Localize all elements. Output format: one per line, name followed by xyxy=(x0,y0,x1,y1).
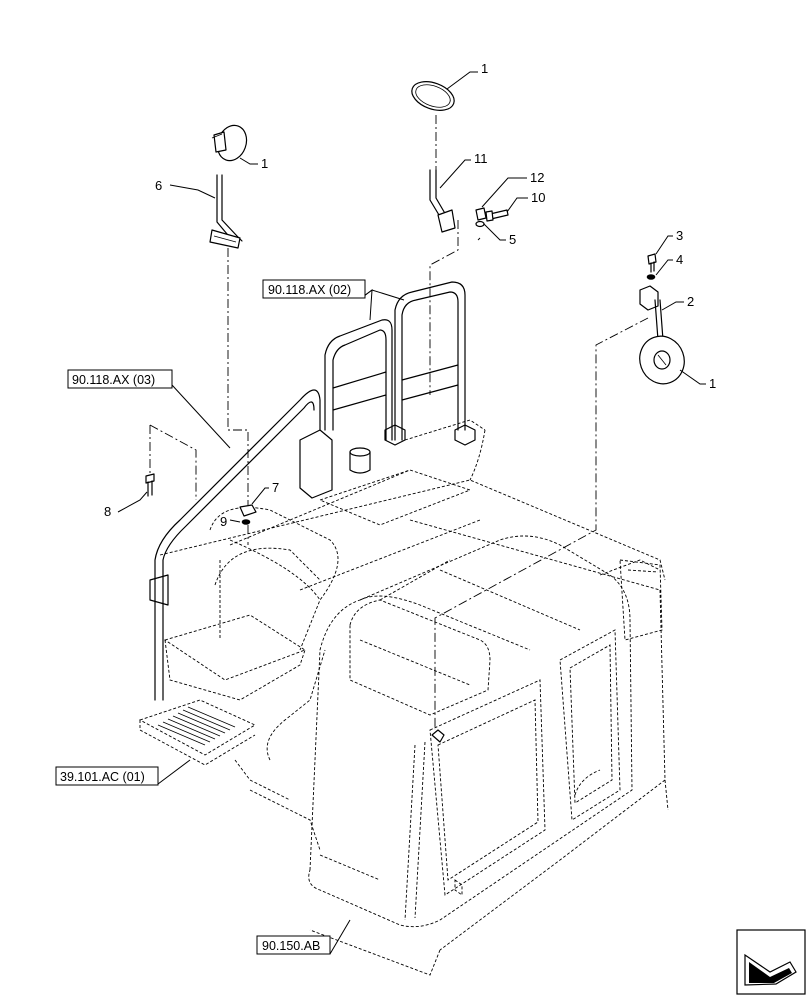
callout-8: 8 xyxy=(104,504,111,519)
mirror-stay-11 xyxy=(429,169,456,233)
callout-12: 12 xyxy=(530,170,544,185)
callout-10: 10 xyxy=(531,190,545,205)
callout-4: 4 xyxy=(676,252,683,267)
callout-3: 3 xyxy=(676,228,683,243)
callout-5: 5 xyxy=(509,232,516,247)
bolt-10 xyxy=(485,209,509,222)
mirror-stay-6 xyxy=(209,174,243,249)
clamp-12 xyxy=(475,207,487,221)
mirror-right xyxy=(639,335,685,385)
excavator-upper-structure xyxy=(138,281,669,976)
ref-ax03[interactable]: 90.118.AX (03) xyxy=(67,369,173,389)
operator-cab xyxy=(234,535,633,928)
callout-1-left: 1 xyxy=(261,156,268,171)
callout-1-right: 1 xyxy=(709,376,716,391)
svg-text:90.150.AB: 90.150.AB xyxy=(262,939,320,953)
arrow-navigation-icon[interactable] xyxy=(736,929,806,995)
callout-numbers: 1 1 6 11 12 10 5 3 4 2 1 7 9 8 xyxy=(104,61,716,529)
callout-6: 6 xyxy=(155,178,162,193)
callout-7: 7 xyxy=(272,480,279,495)
mirror-stay-2 xyxy=(639,285,664,341)
ref-ac01[interactable]: 39.101.AC (01) xyxy=(55,766,159,786)
bolt-8 xyxy=(145,473,155,497)
callout-1-top: 1 xyxy=(481,61,488,76)
step-grating xyxy=(157,706,236,746)
bolt-3 xyxy=(647,253,657,273)
washer-4 xyxy=(646,274,656,280)
svg-text:39.101.AC (01): 39.101.AC (01) xyxy=(60,770,145,784)
svg-text:90.118.AX (03): 90.118.AX (03) xyxy=(72,373,155,387)
callout-11: 11 xyxy=(474,151,488,166)
callout-2: 2 xyxy=(687,294,694,309)
reference-labels: 90.118.AX (02) 90.118.AX (03) 39.101.AC … xyxy=(55,279,366,955)
washer-9 xyxy=(241,519,251,525)
washer-5 xyxy=(475,220,485,228)
mirror-top-center xyxy=(411,81,455,111)
ref-ax02[interactable]: 90.118.AX (02) xyxy=(262,279,366,299)
mirror-top-left xyxy=(211,124,248,162)
callout-9: 9 xyxy=(220,514,227,529)
svg-text:90.118.AX (02): 90.118.AX (02) xyxy=(268,283,351,297)
assembly-lines xyxy=(149,115,649,730)
callout-leaders xyxy=(117,71,706,955)
clamp-7 xyxy=(239,504,257,517)
ref-ab[interactable]: 90.150.AB xyxy=(256,935,331,955)
